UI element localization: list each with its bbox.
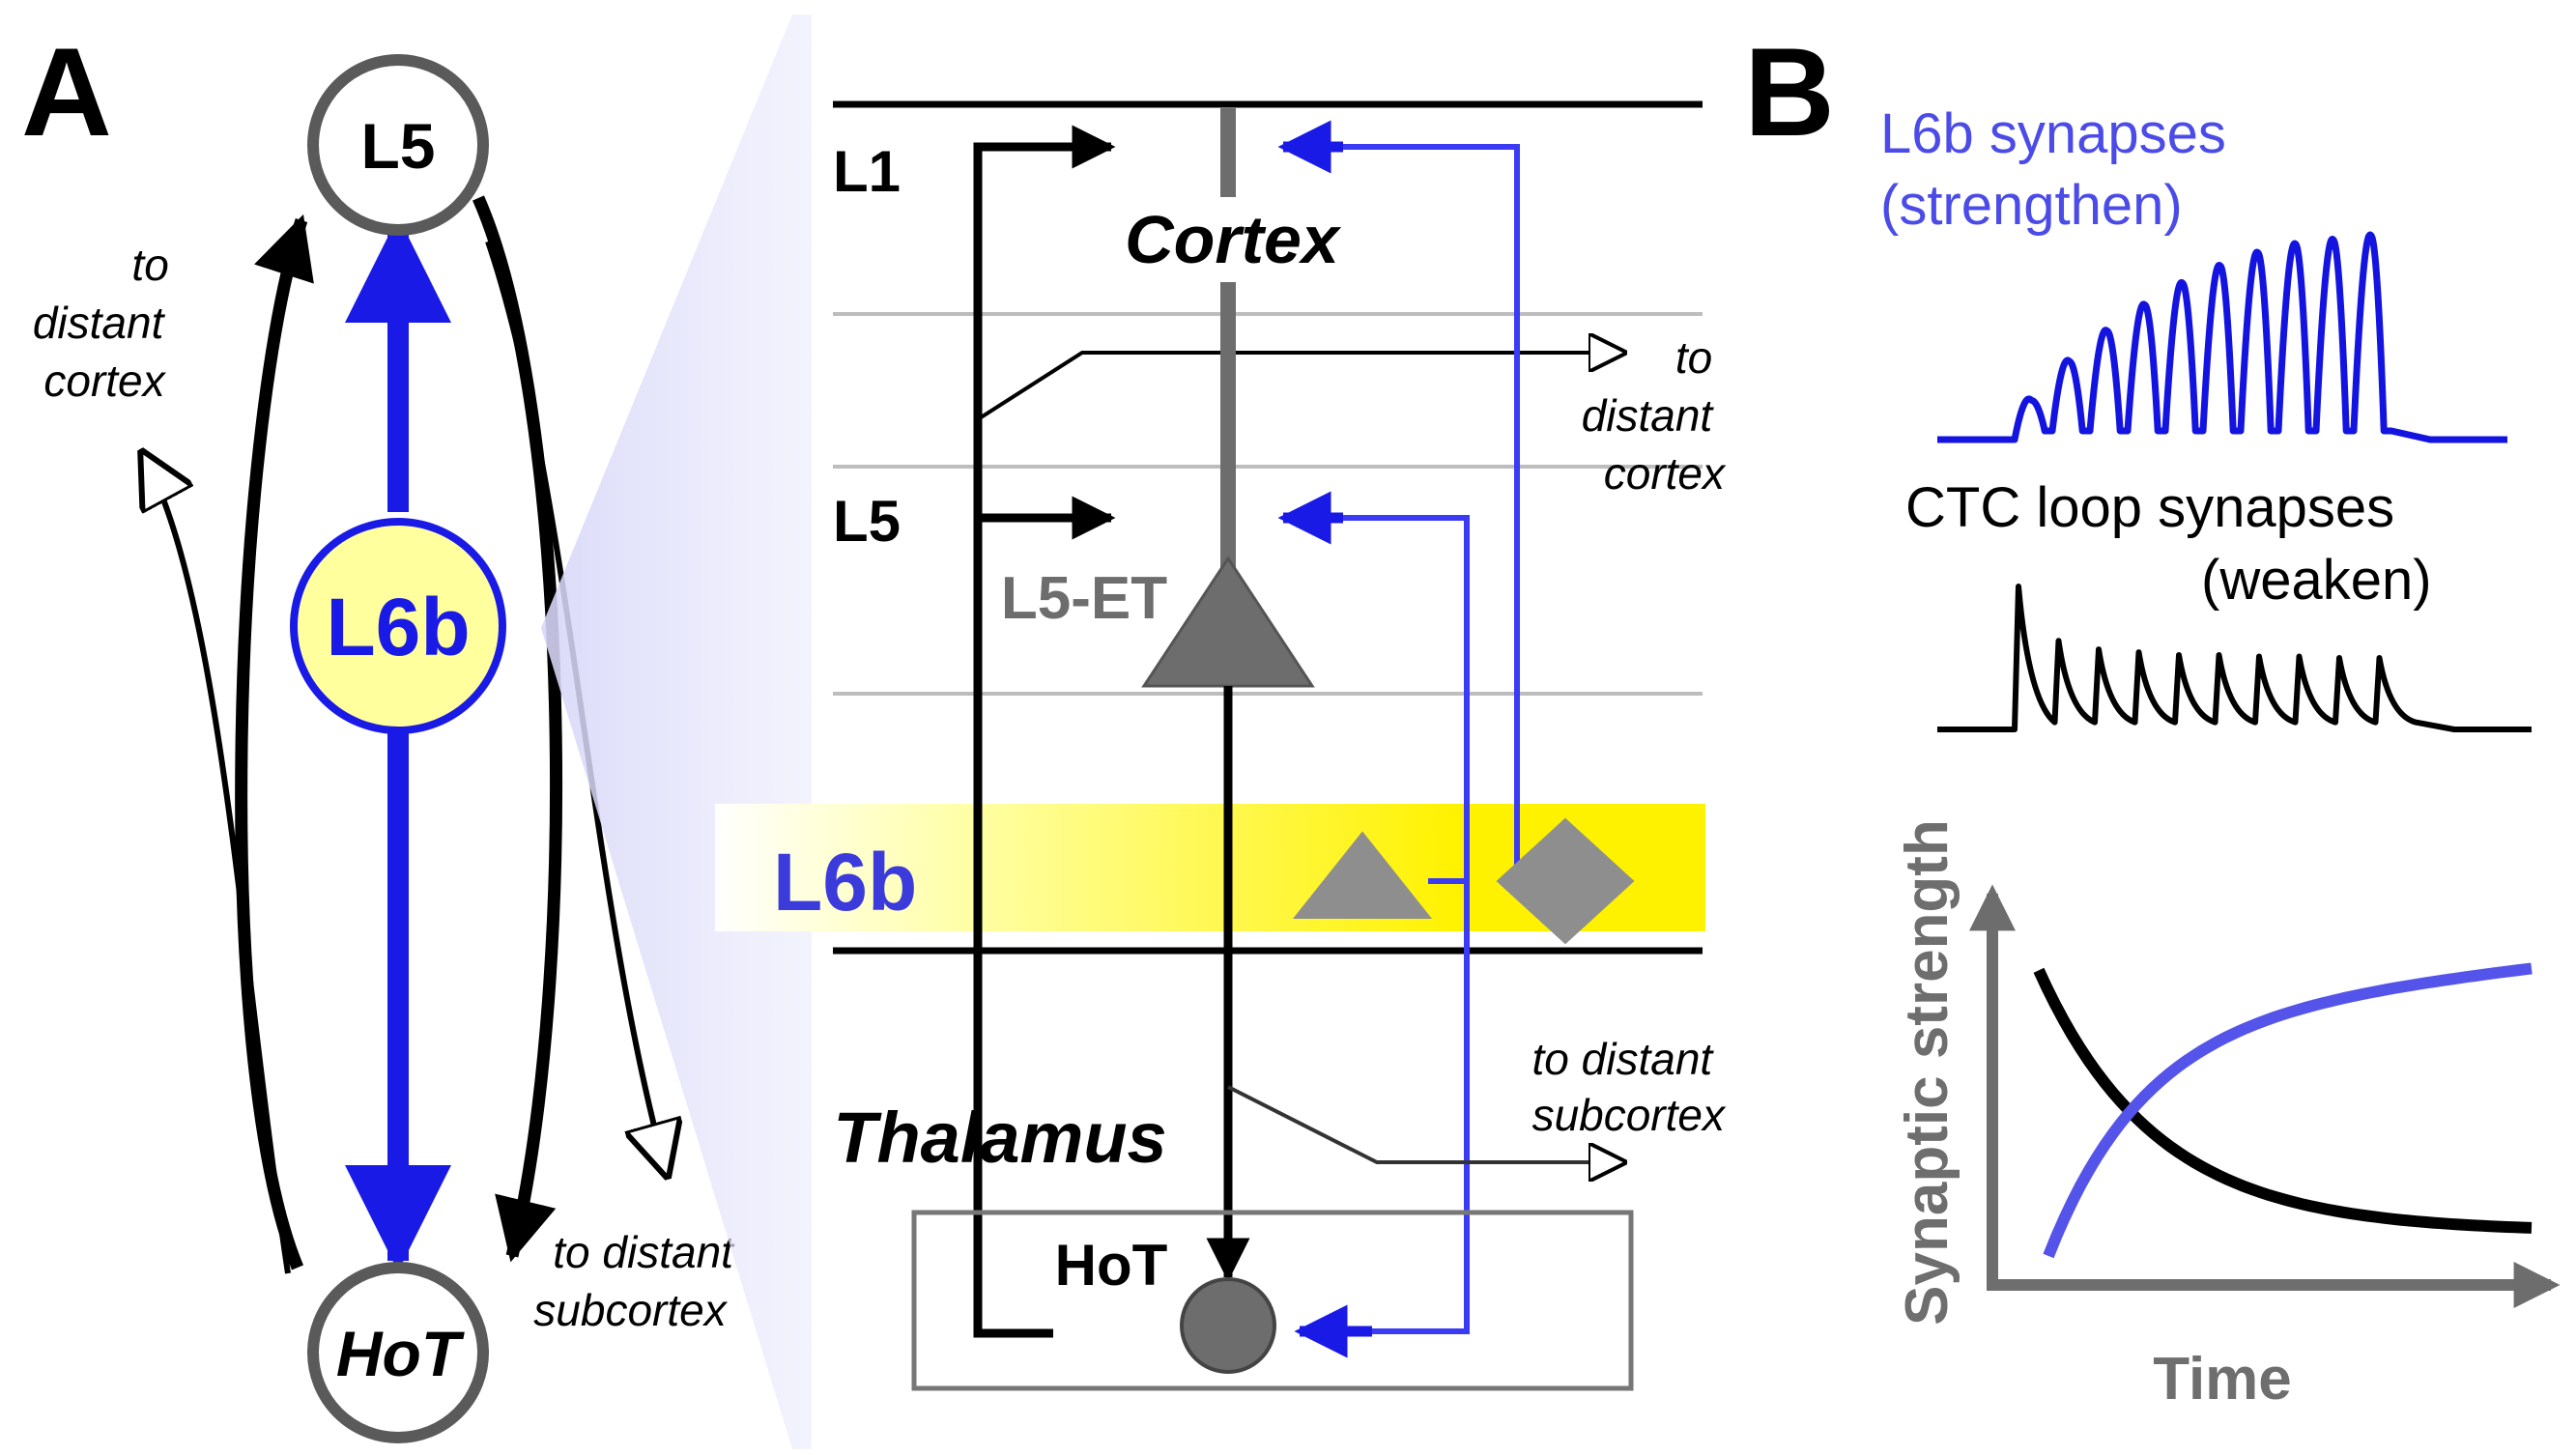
node-l6b (290, 518, 506, 734)
l5et-label: L5-ET (1001, 565, 1167, 632)
layer-label-l1: L1 (833, 139, 901, 204)
thalamic-to-distant-cortex (976, 353, 1623, 421)
thalamus-label: Thalamus (833, 1098, 1166, 1178)
l6b-axon-hot (1353, 881, 1470, 1334)
l5et-to-distant-subcortex (1227, 1085, 1623, 1162)
l6b-pyramidal-cell (1292, 831, 1433, 919)
strength-curve-l6b (2043, 962, 2533, 1259)
l5et-apical-top (1220, 108, 1236, 197)
zoom-fan (541, 14, 831, 1449)
arrow-l5-to-hot (472, 195, 563, 1263)
ctc-trace (1937, 584, 2532, 732)
node-l5 (307, 54, 489, 236)
strength-curve-ctc (2033, 967, 2533, 1234)
node-hot (307, 1262, 489, 1443)
l6b-axon-l1 (1290, 144, 1520, 870)
l6b-trace-title: L6b synapses (strengthen) (1880, 102, 2242, 237)
note-to-distant-subcortex: to distant subcortex (533, 1227, 745, 1335)
cortex-label: Cortex (1125, 202, 1342, 277)
panel-b: B L6b synapses (strengthen) CTC loop syn… (1744, 21, 2561, 1412)
layer-label-l6b: L6b (773, 837, 917, 927)
l6b-trace (1937, 231, 2507, 443)
hot-label: HoT (1055, 1233, 1168, 1298)
thalamic-axon (973, 125, 1116, 1338)
panel-a-label: A (21, 21, 112, 162)
l6b-diamond-cell (1496, 817, 1635, 945)
node-l6b-label: L6b (326, 582, 470, 672)
note-circuit-to-distant-subcortex: to distant subcortex (1532, 1034, 1727, 1140)
ctc-trace-title: CTC loop synapses (weaken) (1905, 476, 2432, 612)
node-hot-label: HoT (336, 1318, 465, 1389)
arrow-hot-to-l5 (235, 214, 314, 1270)
note-circuit-to-distant-cortex: to distant cortex (1582, 332, 1727, 499)
circuit-panel: L1 L5 L6b Cortex L5-ET Thalamus HoT (715, 14, 1730, 1449)
panel-b-label: B (1744, 21, 1835, 162)
strength-xlabel: Time (2153, 1346, 2292, 1412)
arrow-to-distant-cortex (143, 454, 291, 1274)
layer-label-l5: L5 (833, 489, 901, 554)
l5et-apical-dendrite (1220, 282, 1236, 572)
hot-neuron (1180, 1277, 1276, 1374)
strength-ylabel: Synaptic strength (1894, 819, 1961, 1326)
node-l5-label: L5 (360, 110, 435, 182)
l6b-axon-l5 (1290, 515, 1470, 884)
hot-box (911, 1210, 1634, 1391)
note-to-distant-cortex: to distant cortex (33, 240, 182, 406)
panel-a: A L5 L6b HoT to distant cortex to distan… (21, 21, 745, 1443)
